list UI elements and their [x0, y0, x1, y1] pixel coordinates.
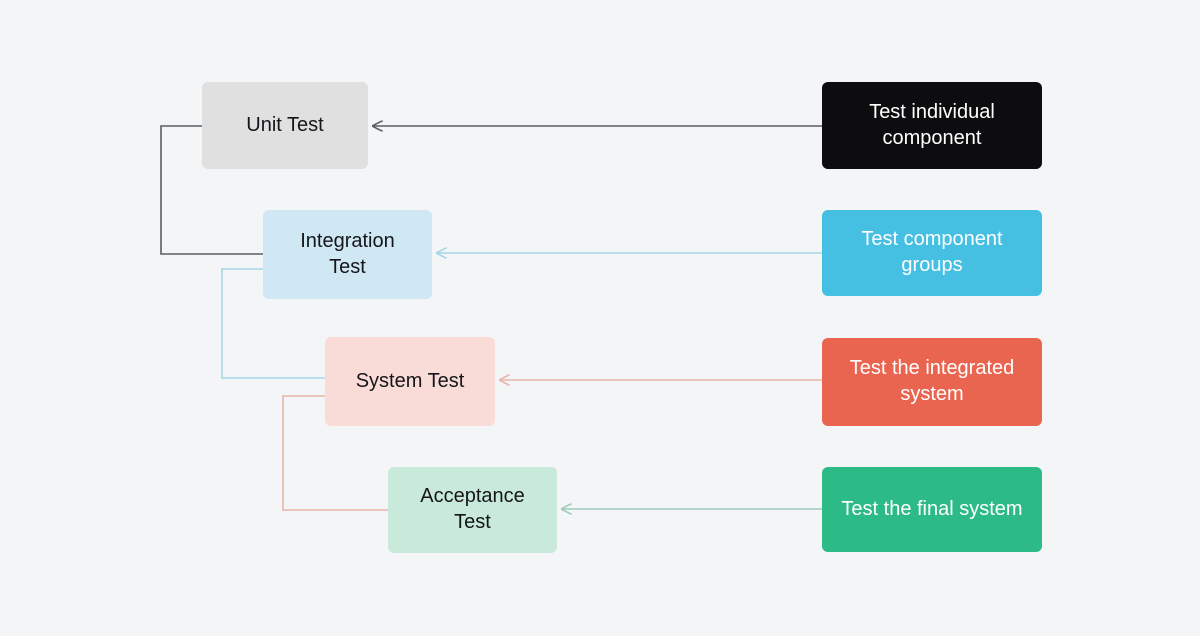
node-system-test-label: System Test: [355, 369, 465, 392]
node-description-unit-test-label: Test individual component: [869, 100, 995, 149]
node-description-integration-test[interactable]: Test component groups: [822, 210, 1042, 296]
node-unit-test-label: Unit Test: [246, 113, 324, 136]
node-integration-test[interactable]: Integration Test: [263, 210, 432, 299]
node-system-test[interactable]: System Test: [325, 337, 495, 426]
node-description-system-test[interactable]: Test the integrated system: [822, 338, 1042, 426]
node-integration-test-label: Integration Test: [300, 229, 395, 278]
node-acceptance-test[interactable]: Acceptance Test: [388, 467, 557, 553]
node-description-acceptance-test-label: Test the final system: [841, 497, 1023, 520]
node-description-system-test-label: Test the integrated system: [849, 357, 1015, 405]
node-description-integration-test-label: Test component groups: [861, 228, 1003, 276]
node-description-unit-test[interactable]: Test individual component: [822, 82, 1042, 169]
node-unit-test[interactable]: Unit Test: [202, 82, 368, 169]
node-acceptance-test-label: Acceptance Test: [420, 485, 525, 533]
node-description-acceptance-test[interactable]: Test the final system: [822, 467, 1042, 552]
